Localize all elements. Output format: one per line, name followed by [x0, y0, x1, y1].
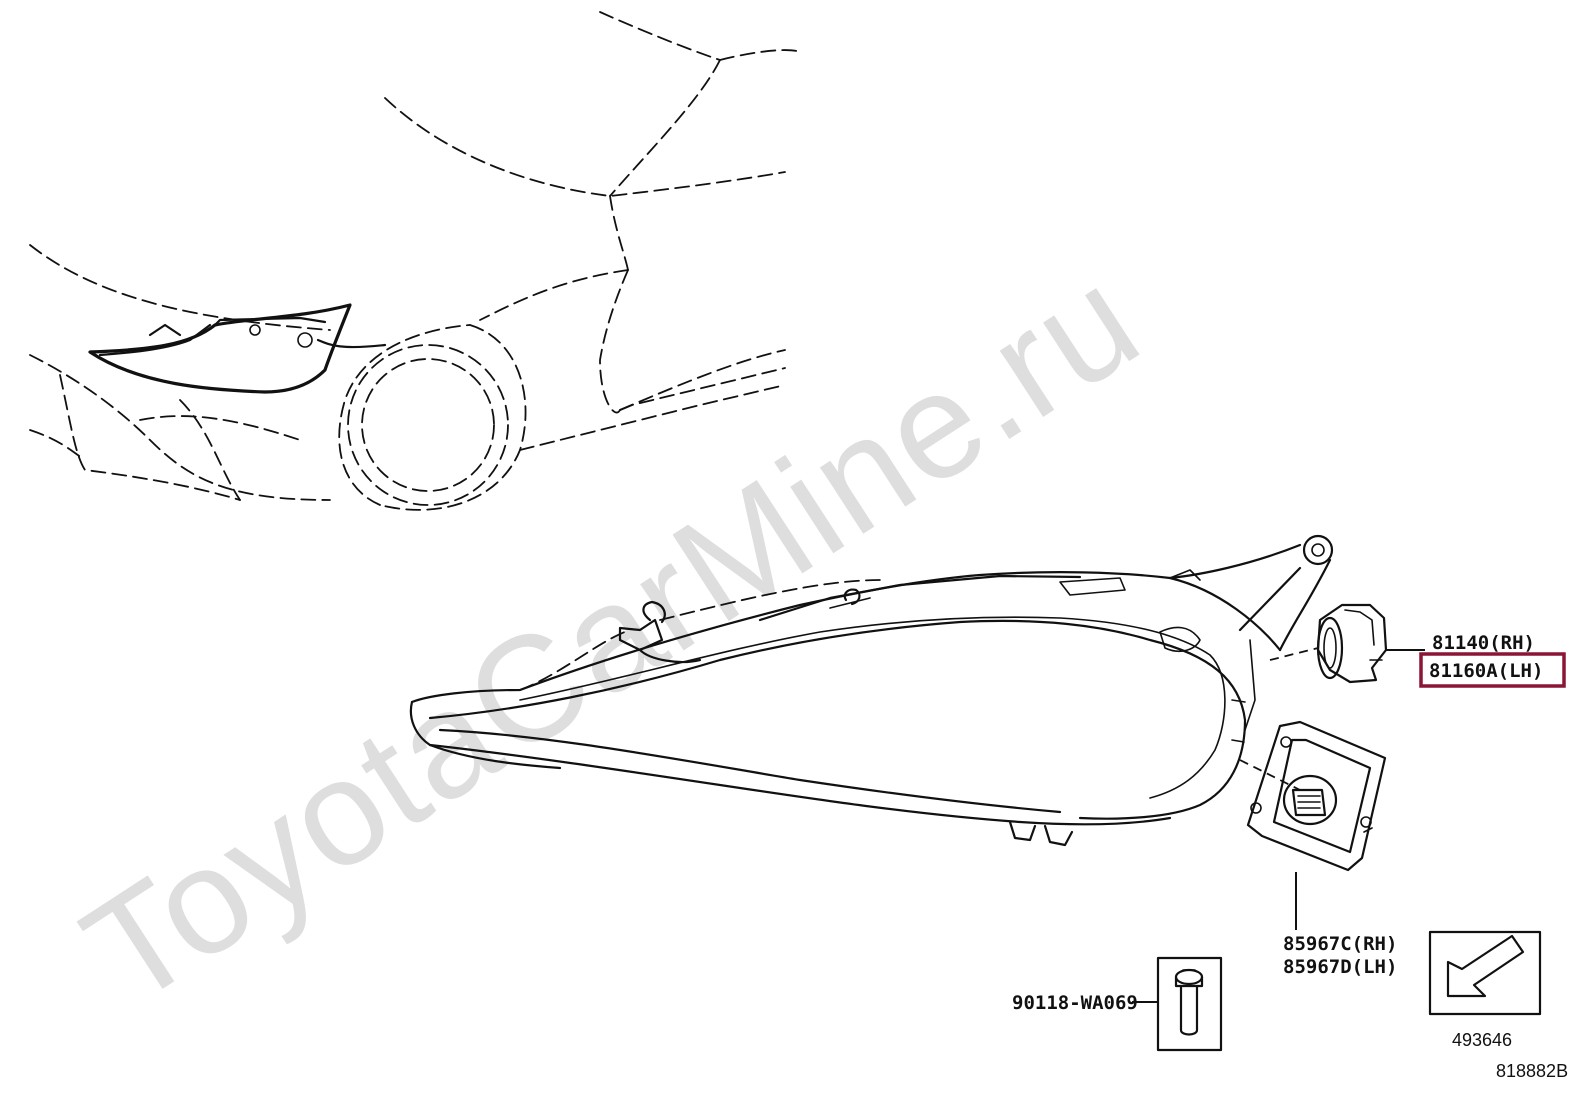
label-lamp-lh[interactable]: 81160A(LH) [1429, 660, 1543, 682]
car-front-view [29, 11, 801, 511]
label-computer-rh[interactable]: 85967C(RH) [1283, 933, 1397, 955]
diagram-code: 818882B [1496, 1061, 1568, 1081]
direction-arrow-box [1428, 930, 1542, 1016]
part-ecu-module [1246, 720, 1387, 872]
part-lamp-unit [1316, 603, 1388, 684]
headlamp-assembly [409, 534, 1334, 847]
direction-code: 493646 [1452, 1030, 1512, 1050]
label-computer-lh[interactable]: 85967D(LH) [1283, 956, 1397, 978]
label-lamp-rh[interactable]: 81140(RH) [1432, 632, 1535, 654]
part-screw [1156, 956, 1223, 1052]
highlight-box [1419, 652, 1566, 688]
watermark-text: ToyotaCarMine.ru [56, 234, 1167, 1037]
label-screw[interactable]: 90118-WA069 [1012, 992, 1138, 1014]
